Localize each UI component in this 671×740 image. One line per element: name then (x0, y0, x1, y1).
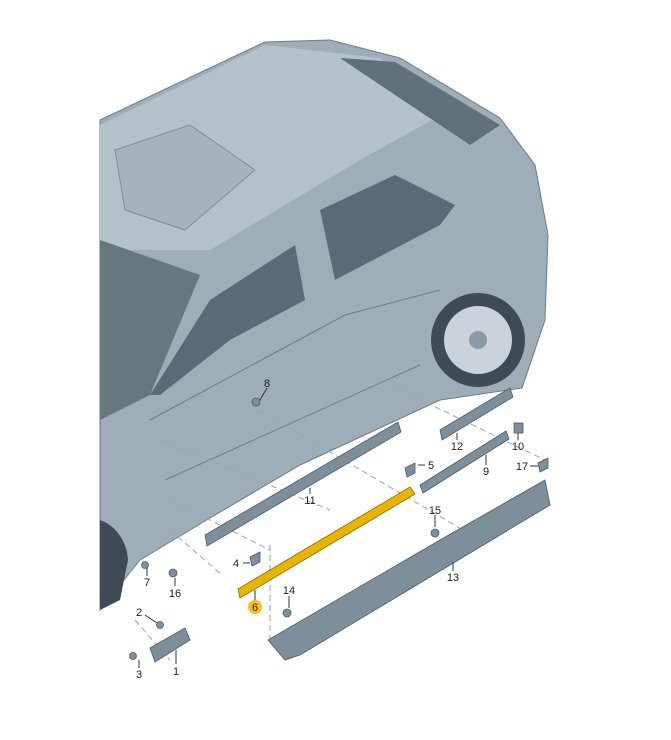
label-1: 1 (173, 666, 179, 678)
label-16: 16 (169, 588, 181, 600)
part-9-trim-strip[interactable] (419, 430, 510, 494)
part-1-cover[interactable] (149, 627, 191, 663)
part-labels: 8 12 10 5 9 17 11 15 4 13 16 7 14 6 2 3 … (136, 378, 528, 681)
part-13-sill-panel[interactable] (267, 479, 551, 661)
front-wheel (100, 520, 128, 610)
part-16-nut[interactable] (168, 568, 178, 578)
part-17-clip[interactable] (537, 457, 549, 473)
car-body (99, 39, 549, 612)
sunroof (114, 124, 256, 231)
part-6-highlighted-strip[interactable] (237, 486, 416, 599)
label-9: 9 (483, 466, 489, 478)
part-3-screw[interactable] (129, 652, 137, 660)
label-4: 4 (233, 558, 239, 570)
side-window-rear (320, 175, 455, 280)
label-3: 3 (136, 669, 142, 681)
label-8: 8 (264, 378, 270, 390)
label-7: 7 (144, 577, 150, 589)
label-11: 11 (304, 495, 315, 507)
label-leaders (138, 387, 538, 668)
label-17: 17 (516, 461, 528, 473)
part-2-screw[interactable] (156, 621, 164, 629)
part-11-trim-strip[interactable] (204, 421, 402, 547)
part-7-screw[interactable] (141, 561, 149, 569)
label-2: 2 (136, 607, 142, 619)
label-15: 15 (429, 505, 441, 517)
part-15-nut[interactable] (430, 528, 440, 538)
label-5: 5 (428, 460, 434, 472)
part-14-nut[interactable] (282, 608, 292, 618)
label-12: 12 (451, 441, 463, 453)
label-6-highlight (248, 600, 262, 614)
rear-window (340, 58, 500, 145)
label-14: 14 (283, 585, 295, 597)
part-4-clip[interactable] (249, 551, 261, 567)
part-8-screw[interactable] (251, 397, 261, 407)
label-13: 13 (447, 572, 459, 584)
part-10-cap[interactable] (513, 422, 524, 434)
label-10: 10 (512, 441, 524, 453)
part-5-clip[interactable] (404, 462, 416, 478)
windshield (100, 240, 200, 420)
part-12-trim-strip[interactable] (439, 387, 514, 441)
side-window-front (150, 245, 305, 395)
label-6: 6 (252, 602, 258, 614)
